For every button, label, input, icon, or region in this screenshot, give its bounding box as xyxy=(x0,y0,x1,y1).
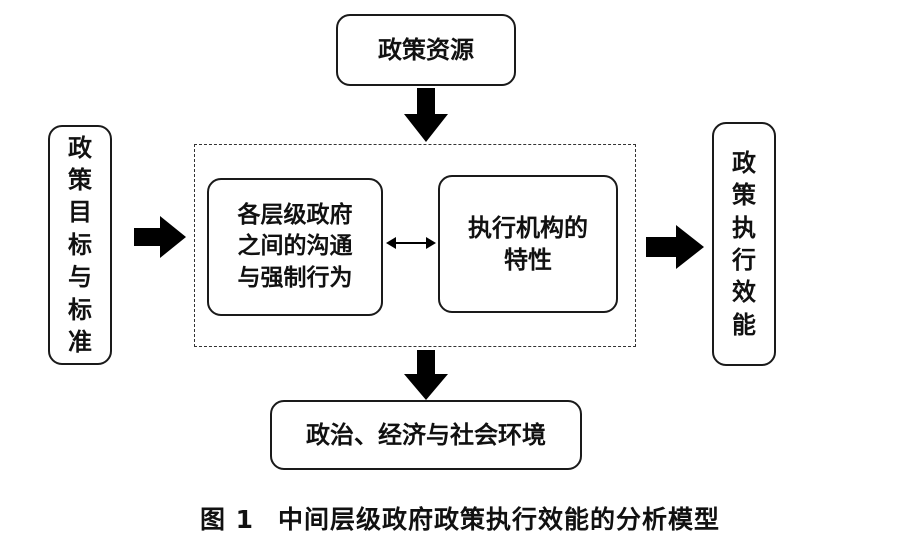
double-arrow xyxy=(386,237,436,249)
policy-goals-box: 政策目标与标准 xyxy=(48,125,112,365)
communication-line-2: 之间的沟通 xyxy=(237,233,353,260)
arrow-down-top xyxy=(404,88,448,142)
vertical-char: 能 xyxy=(732,310,756,339)
vertical-char: 效 xyxy=(732,278,756,307)
vertical-char: 政 xyxy=(68,133,92,162)
characteristics-line-2: 特性 xyxy=(504,246,552,274)
figure-caption: 图 1 中间层级政府政策执行效能的分析模型 xyxy=(0,500,920,536)
intergovernmental-communication-box: 各层级政府 之间的沟通 与强制行为 xyxy=(207,178,383,316)
agency-characteristics-box: 执行机构的 特性 xyxy=(438,175,618,313)
communication-line-1: 各层级政府 xyxy=(237,202,353,229)
characteristics-line-1: 执行机构的 xyxy=(468,213,588,242)
figure-number: 图 1 xyxy=(199,505,255,534)
vertical-char: 目 xyxy=(68,198,92,227)
dashed-frame xyxy=(194,144,636,347)
arrow-down-bottom xyxy=(404,350,448,400)
arrow-right-left xyxy=(134,216,186,258)
vertical-char: 执 xyxy=(732,213,756,242)
vertical-char: 策 xyxy=(732,181,756,210)
vertical-char: 标 xyxy=(68,295,92,324)
environment-label: 政治、经济与社会环境 xyxy=(306,420,546,449)
arrow-right-right xyxy=(646,225,704,269)
vertical-char: 标 xyxy=(68,230,92,259)
policy-resources-box: 政策资源 xyxy=(336,14,516,86)
vertical-char: 行 xyxy=(732,246,756,274)
vertical-char: 与 xyxy=(68,263,92,292)
policy-resources-label: 政策资源 xyxy=(378,35,474,64)
vertical-char: 准 xyxy=(68,327,92,356)
environment-box: 政治、经济与社会环境 xyxy=(270,400,582,470)
vertical-char: 策 xyxy=(68,166,92,195)
policy-performance-box: 政策执行效能 xyxy=(712,122,776,366)
figure-title: 中间层级政府政策执行效能的分析模型 xyxy=(278,505,721,534)
communication-line-3: 与强制行为 xyxy=(237,264,353,291)
vertical-char: 政 xyxy=(732,148,756,177)
